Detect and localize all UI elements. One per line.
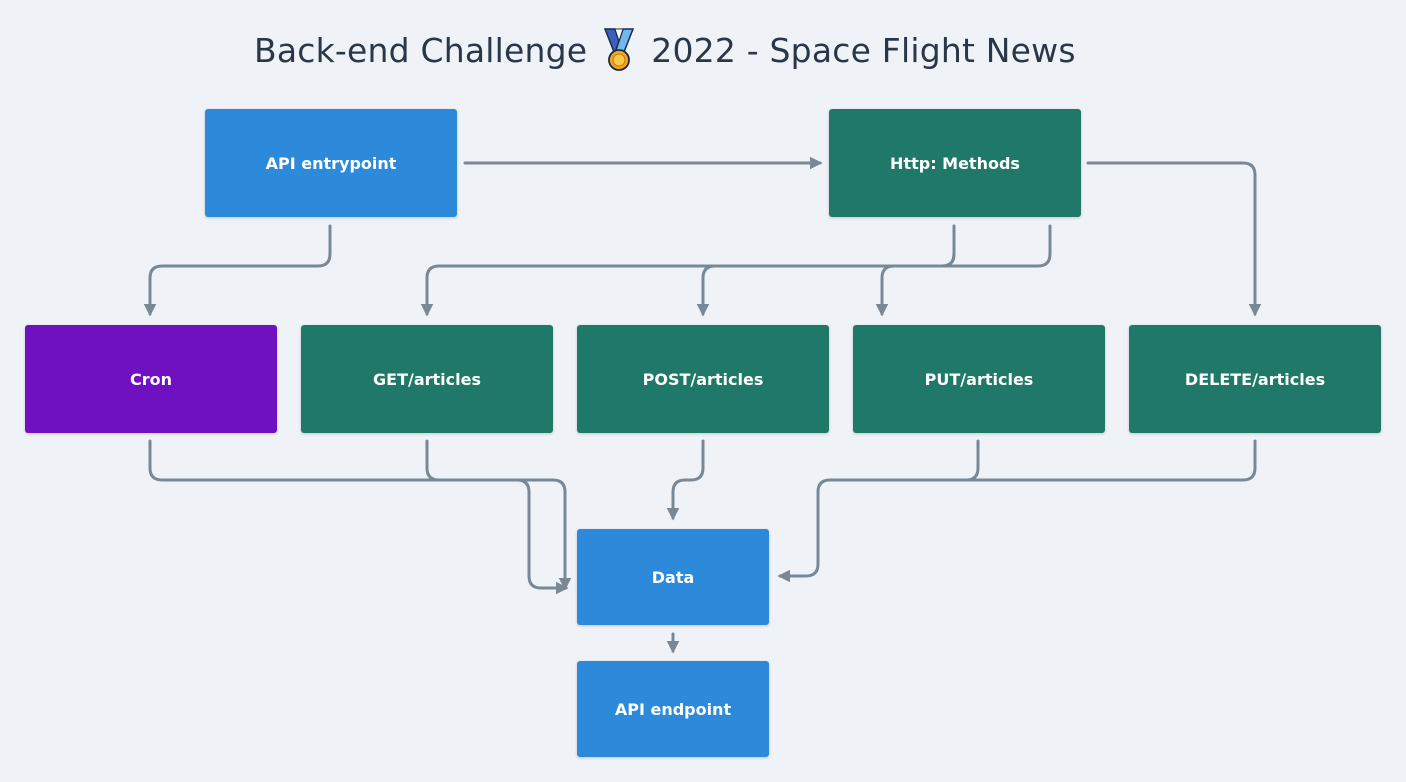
edge-http-to-get bbox=[420, 224, 956, 317]
title-text-after: 2022 - Space Flight News bbox=[651, 30, 1076, 70]
node-label: Http: Methods bbox=[890, 153, 1020, 173]
node-label: Cron bbox=[129, 369, 172, 389]
node-put-articles: PUT/articles bbox=[853, 325, 1105, 433]
edge-delete-to-data bbox=[964, 439, 1257, 482]
node-delete-articles: DELETE/articles bbox=[1129, 325, 1381, 433]
node-get-articles: GET/articles bbox=[301, 325, 553, 433]
node-api-endpoint: API endpoint bbox=[577, 661, 769, 757]
edge-entrypoint-to-cron bbox=[143, 224, 332, 317]
edge-cron-to-data bbox=[148, 439, 569, 595]
node-data: Data bbox=[577, 529, 769, 625]
edge-http-to-post bbox=[696, 224, 1052, 317]
medal-icon bbox=[601, 28, 637, 72]
edge-http-to-delete bbox=[1086, 161, 1262, 317]
diagram-title: Back-end Challenge 2022 - Space Flight N… bbox=[254, 26, 1076, 74]
edge-post-to-data bbox=[666, 439, 705, 521]
node-label: Data bbox=[651, 567, 695, 587]
node-api-entrypoint: API entrypoint bbox=[205, 109, 457, 217]
node-label: API entrypoint bbox=[265, 153, 397, 173]
node-label: DELETE/articles bbox=[1184, 369, 1326, 389]
edge-http-to-put bbox=[875, 224, 956, 317]
node-cron: Cron bbox=[25, 325, 277, 433]
node-label: POST/articles bbox=[642, 369, 764, 389]
edge-put-to-data bbox=[777, 439, 980, 583]
node-label: PUT/articles bbox=[924, 369, 1034, 389]
edge-get-to-data bbox=[425, 439, 572, 591]
node-http-methods: Http: Methods bbox=[829, 109, 1081, 217]
node-label: GET/articles bbox=[373, 369, 481, 389]
node-post-articles: POST/articles bbox=[577, 325, 829, 433]
node-label: API endpoint bbox=[614, 699, 732, 719]
title-text-before: Back-end Challenge bbox=[254, 30, 588, 70]
